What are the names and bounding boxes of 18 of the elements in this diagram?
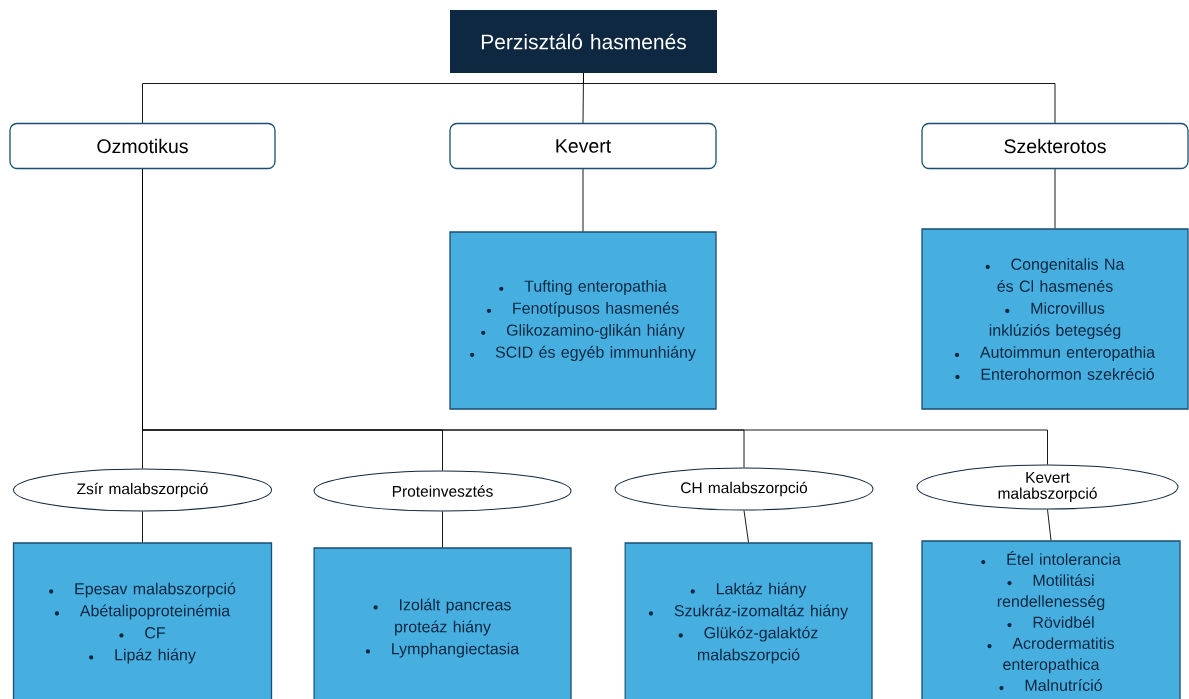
- list-box: Étel intolerancia Motilitási rendellenesség Rövidbél Acrodermatitis enteropathica Malnutríció: [921, 540, 1181, 699]
- heading-box: Perzisztáló hasmenés: [450, 10, 717, 73]
- connector-line: [1054, 168, 1056, 229]
- list-box: Izolált pancreas proteáz hiány Lymphangiectasia: [313, 547, 572, 699]
- connector-line: [442, 511, 443, 548]
- list-box: Congenitalis Na és Cl hasmenés Microvillus inklúziós betegség Autoimmun enteropathia Enterohormon szekréció: [921, 228, 1189, 410]
- connector-line: [142, 168, 1048, 465]
- connector-line: [743, 510, 749, 543]
- category-box: Kevert: [449, 122, 717, 170]
- category-box: Szekterotos: [921, 122, 1189, 170]
- category-box: Ozmotikus: [9, 122, 276, 170]
- list-box: Laktáz hiány Szukráz-izomaltáz hiány Glükóz-galaktóz malabszorpció: [624, 542, 873, 699]
- connector-line: [142, 511, 143, 543]
- connector-line: [583, 72, 1056, 124]
- list-box: Tufting enteropathia Fenotípusos hasmenés Glikozamino-glikán hiány SCID és egyéb immunhiány: [449, 231, 717, 410]
- list-box: Epesav malabszorpció Abétalipoproteinémia CF Lipáz hiány: [12, 542, 273, 699]
- connector-line: [582, 168, 584, 232]
- connector-line: [1047, 509, 1052, 541]
